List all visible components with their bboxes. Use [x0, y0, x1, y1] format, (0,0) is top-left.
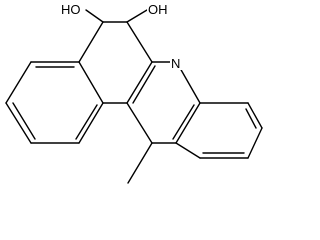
bond	[175, 142, 201, 159]
bond	[78, 102, 104, 144]
double-bond-inner	[132, 65, 156, 104]
double-bond-inner	[172, 104, 195, 140]
bond	[126, 102, 153, 144]
atom-labels: HO OH N	[60, 1, 182, 71]
bond	[247, 102, 263, 129]
bond	[126, 9, 148, 23]
bond	[179, 67, 201, 104]
hydroxyl-label-left: HO	[61, 2, 81, 17]
chemical-structure-diagram: HO OH N	[5, 1, 263, 184]
benzo-ring-right	[175, 102, 263, 159]
dihydro-ring	[78, 9, 153, 104]
bond	[247, 127, 263, 159]
bond	[175, 102, 201, 144]
double-bond-inner	[75, 104, 98, 140]
bond	[85, 9, 104, 23]
bond	[127, 142, 153, 184]
hydroxyl-label-right: OH	[148, 2, 168, 17]
benzo-ring-left	[5, 61, 104, 144]
bond	[78, 61, 104, 104]
nitrogen-label: N	[171, 56, 180, 71]
bond	[78, 21, 104, 63]
double-bond-inner	[12, 102, 36, 140]
bond	[5, 61, 32, 104]
pyridine-ring	[126, 61, 201, 184]
bond	[5, 102, 32, 144]
bond	[126, 61, 153, 104]
double-bond-inner	[245, 108, 257, 129]
bond	[126, 21, 153, 63]
